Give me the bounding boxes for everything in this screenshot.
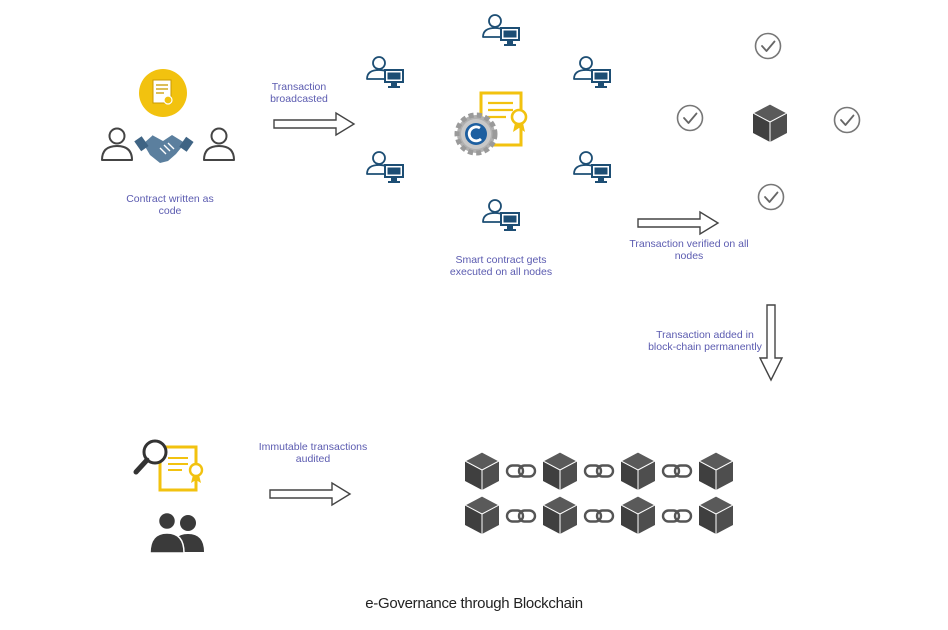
check-circle-icon [833,106,861,134]
node-computer-icon [573,56,612,89]
chain-link-icon [505,509,537,523]
magnifier-icon [133,439,168,475]
check-circle-icon [754,32,782,60]
chain-link-icon [661,464,693,478]
cube-icon [620,451,656,491]
label-executed: Smart contract gets executed on all node… [449,254,553,278]
blockchain [464,451,734,535]
smart-contract-gear-icon [454,91,528,156]
handshake-icon [134,134,194,163]
cube-icon [620,495,656,535]
cube-icon [464,451,500,491]
label-verified: Transaction verified on all nodes [629,238,749,262]
cube-icon [464,495,500,535]
node-computer-icon [482,14,521,47]
chain-link-icon [583,509,615,523]
chain-link-icon [583,464,615,478]
chain-link-icon [661,509,693,523]
arrow-down-icon [758,304,784,382]
cube-icon [752,103,788,143]
label-added: Transaction added in block-chain permane… [648,329,762,353]
cube-icon [542,451,578,491]
cube-icon [698,495,734,535]
arrow-right-icon [269,482,351,506]
diagram-caption: e-Governance through Blockchain [365,595,583,612]
arrow-right-icon [273,112,355,136]
node-computer-icon [366,56,405,89]
node-computer-icon [482,199,521,232]
person-icon [203,127,235,161]
label-audited: Immutable transactions audited [258,441,368,465]
label-contract: Contract written as code [126,193,214,217]
node-computer-icon [573,151,612,184]
person-icon [101,127,133,161]
group-icon [149,511,204,554]
node-computer-icon [366,151,405,184]
certificate-icon [139,69,187,117]
chain-link-icon [505,464,537,478]
arrow-right-icon [637,211,719,235]
check-circle-icon [757,183,785,211]
cube-icon [698,451,734,491]
check-circle-icon [676,104,704,132]
label-broadcast: Transaction broadcasted [270,81,328,105]
cube-icon [542,495,578,535]
